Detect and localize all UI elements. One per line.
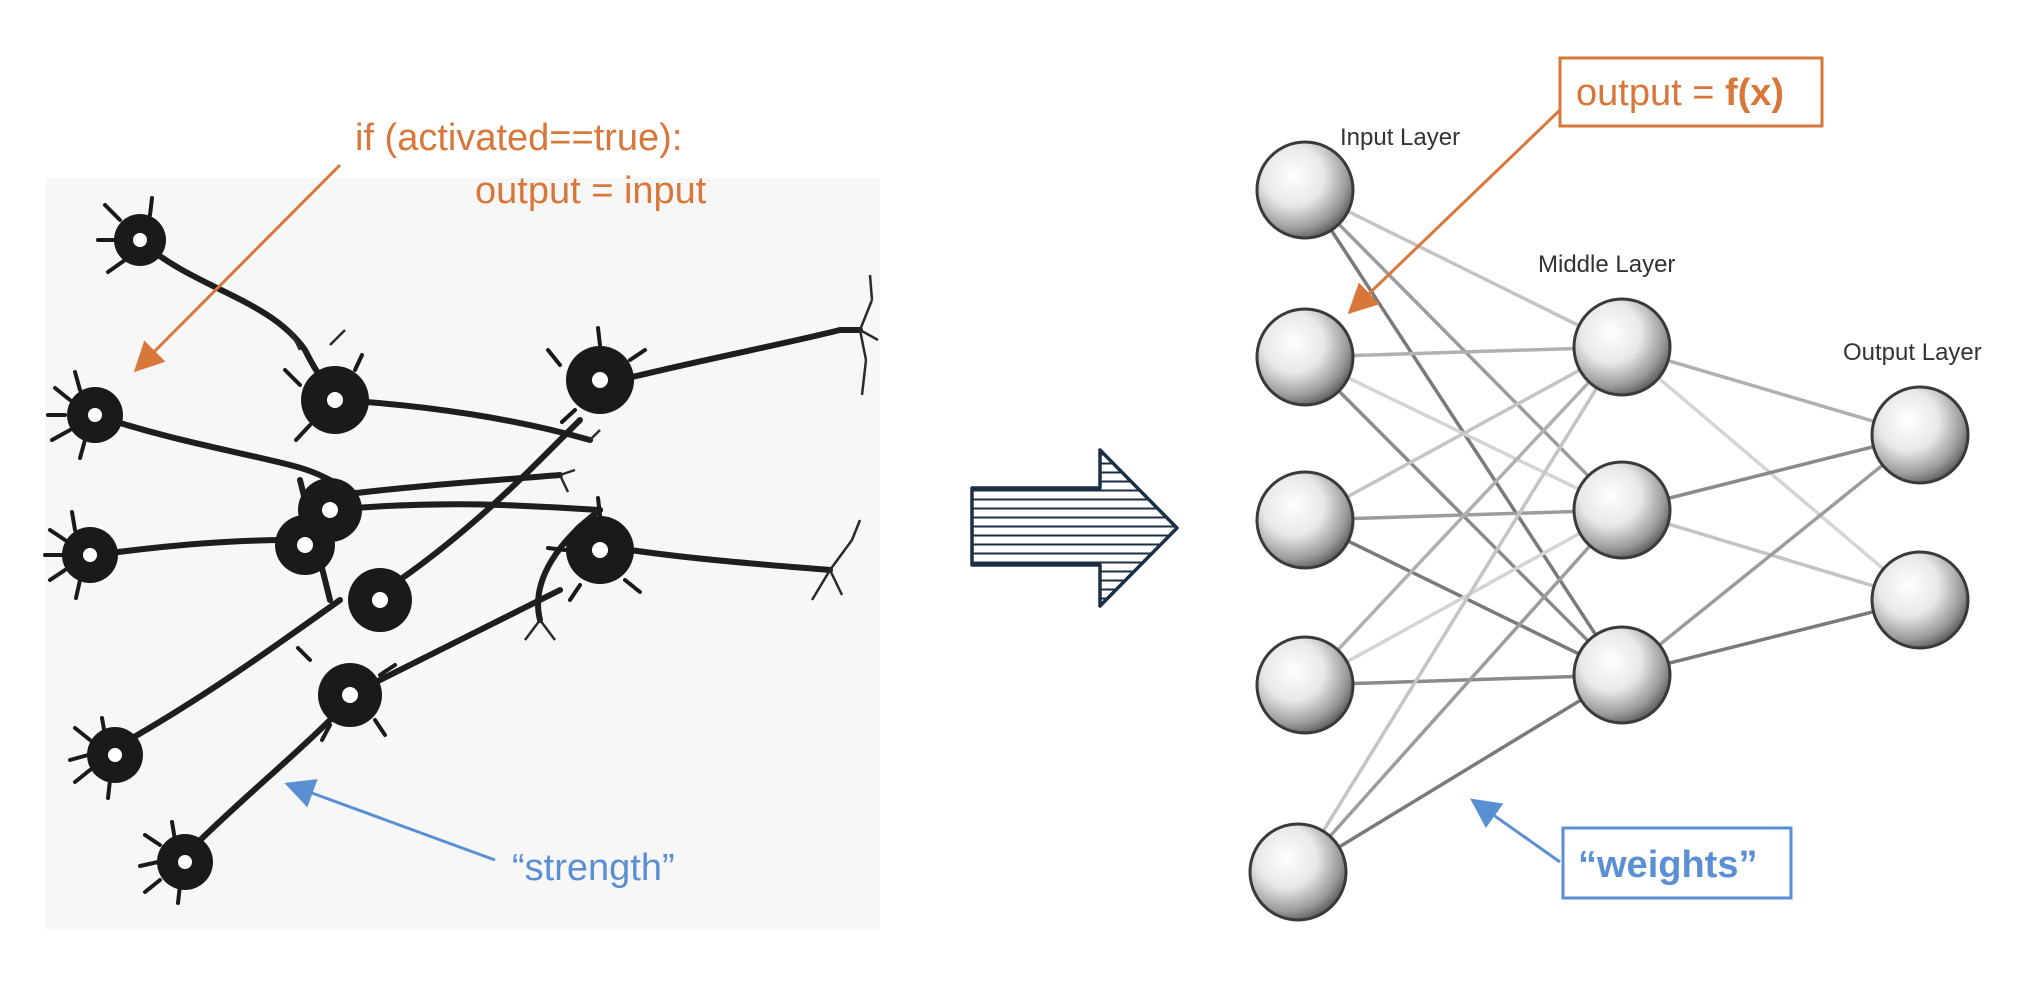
- weights-pointer-arrow: [1470, 798, 1561, 864]
- neuron-soma: [87, 727, 143, 783]
- transition-arrow-icon: [970, 448, 1179, 608]
- connection-line: [1303, 345, 1624, 687]
- neuron-soma: [62, 527, 118, 583]
- input-node: [1255, 140, 1355, 240]
- neuron-image-background: [45, 178, 880, 930]
- connection-line: [1297, 673, 1623, 874]
- middle-node: [1572, 297, 1672, 397]
- neuron-soma: [157, 834, 213, 890]
- output-formula-box: output = f(x): [1558, 56, 1824, 128]
- input-layer-label: Input Layer: [1340, 124, 1460, 151]
- connection-line: [1621, 345, 1921, 437]
- formula-pointer-arrow: [1347, 108, 1562, 315]
- neural-network-diagram: Input Layer Middle Layer Output Layer: [1248, 124, 1982, 922]
- strength-pointer-arrow: [284, 779, 496, 862]
- middle-layer-label: Middle Layer: [1538, 251, 1675, 278]
- input-node: [1255, 470, 1355, 570]
- neuron-soma: [566, 516, 634, 584]
- connection-line: [1304, 508, 1623, 687]
- neuron-soma: [318, 663, 382, 727]
- neuron-soma: [348, 568, 412, 632]
- input-node: [1248, 822, 1348, 922]
- output-node: [1870, 550, 1970, 650]
- neuron-soma: [114, 214, 166, 266]
- output-formula-function: f(x): [1725, 72, 1784, 114]
- connection-line: [1296, 346, 1624, 873]
- weights-label: “weights”: [1578, 844, 1757, 886]
- connection-line: [1620, 433, 1922, 677]
- network-connections: [1296, 188, 1922, 874]
- neuron-cell-bodies: [62, 214, 634, 890]
- strength-label: “strength”: [512, 847, 675, 889]
- input-node: [1255, 307, 1355, 407]
- middle-node: [1572, 460, 1672, 560]
- neuron-soma: [275, 515, 335, 575]
- neuron-soma: [566, 346, 634, 414]
- weights-label-frame: [1561, 826, 1793, 900]
- network-nodes: [1248, 140, 1970, 922]
- output-formula-prefix: output =: [1576, 72, 1725, 114]
- neuron-soma: [301, 366, 369, 434]
- dendrite-branches: [288, 274, 879, 641]
- connection-line: [1304, 345, 1623, 359]
- code-line-2: output = input: [475, 170, 707, 212]
- connection-line: [1621, 433, 1921, 512]
- connection-line: [1304, 188, 1623, 349]
- connection-line: [1296, 508, 1624, 874]
- output-formula-frame: [1558, 56, 1824, 128]
- input-node: [1255, 635, 1355, 735]
- output-node: [1870, 385, 1970, 485]
- output-formula: output = f(x): [1576, 72, 1784, 114]
- output-layer-label: Output Layer: [1843, 339, 1982, 366]
- middle-node: [1572, 625, 1672, 725]
- code-line-1: if (activated==true):: [355, 117, 682, 159]
- code-pointer-arrow: [133, 163, 342, 373]
- connection-line: [1621, 598, 1921, 677]
- connection-line: [1303, 188, 1624, 512]
- biological-neuron-illustration: [43, 178, 880, 930]
- soma-spikes: [43, 196, 647, 905]
- neuron-soma: [67, 387, 123, 443]
- connection-line: [1304, 673, 1623, 687]
- connection-line: [1304, 345, 1623, 522]
- weights-label-box: “weights”: [1561, 826, 1793, 900]
- code-annotation: if (activated==true): output = input: [355, 117, 707, 212]
